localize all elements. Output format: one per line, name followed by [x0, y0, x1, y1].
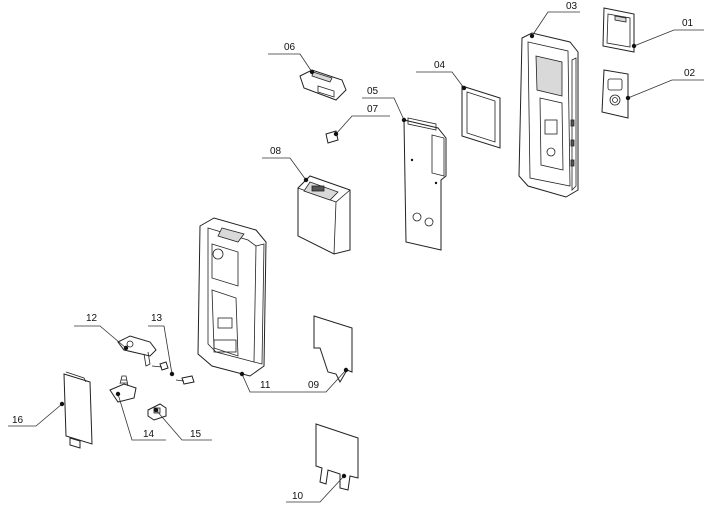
- part-05-circuit-board: [403, 117, 447, 251]
- callout-03: 03: [566, 1, 578, 12]
- part-13-screws: [151, 361, 195, 385]
- callout-06: 06: [284, 42, 296, 53]
- part-16-battery-cover: [63, 371, 93, 449]
- part-15-terminal: [147, 403, 167, 421]
- part-10-sheet: [315, 423, 359, 491]
- callout-12: 12: [86, 313, 98, 324]
- part-09-sheet: [313, 315, 353, 384]
- part-12-clip: [117, 335, 157, 367]
- callout-11: 11: [260, 380, 271, 391]
- callout-14: 14: [143, 429, 155, 440]
- callout-04: 04: [434, 60, 446, 71]
- callout-08: 08: [270, 146, 282, 157]
- part-11-main-housing: [197, 217, 267, 377]
- callout-16: 16: [12, 415, 24, 426]
- callout-02: 02: [684, 68, 696, 79]
- part-03-front-cover: [518, 32, 579, 198]
- part-02-bracket-plate: [601, 69, 629, 119]
- callout-09: 09: [308, 380, 320, 391]
- part-04-gasket-frame: [461, 85, 501, 149]
- part-06-top-bracket: [299, 69, 347, 101]
- callout-10: 10: [292, 491, 304, 502]
- leader-lines: [8, 11, 704, 503]
- callout-13: 13: [151, 313, 163, 324]
- callout-05: 05: [367, 86, 379, 97]
- callout-01: 01: [682, 18, 694, 29]
- part-14-spring-contact: [109, 375, 137, 403]
- callout-07: 07: [367, 104, 379, 115]
- callout-labels: 01 02 03 04 05 06 07 08 09 10 11 12 13 1…: [12, 1, 696, 502]
- leader-dots: [59, 33, 637, 479]
- part-08-module-block: [297, 175, 351, 255]
- callout-15: 15: [190, 429, 202, 440]
- part-01-display-window: [602, 7, 635, 53]
